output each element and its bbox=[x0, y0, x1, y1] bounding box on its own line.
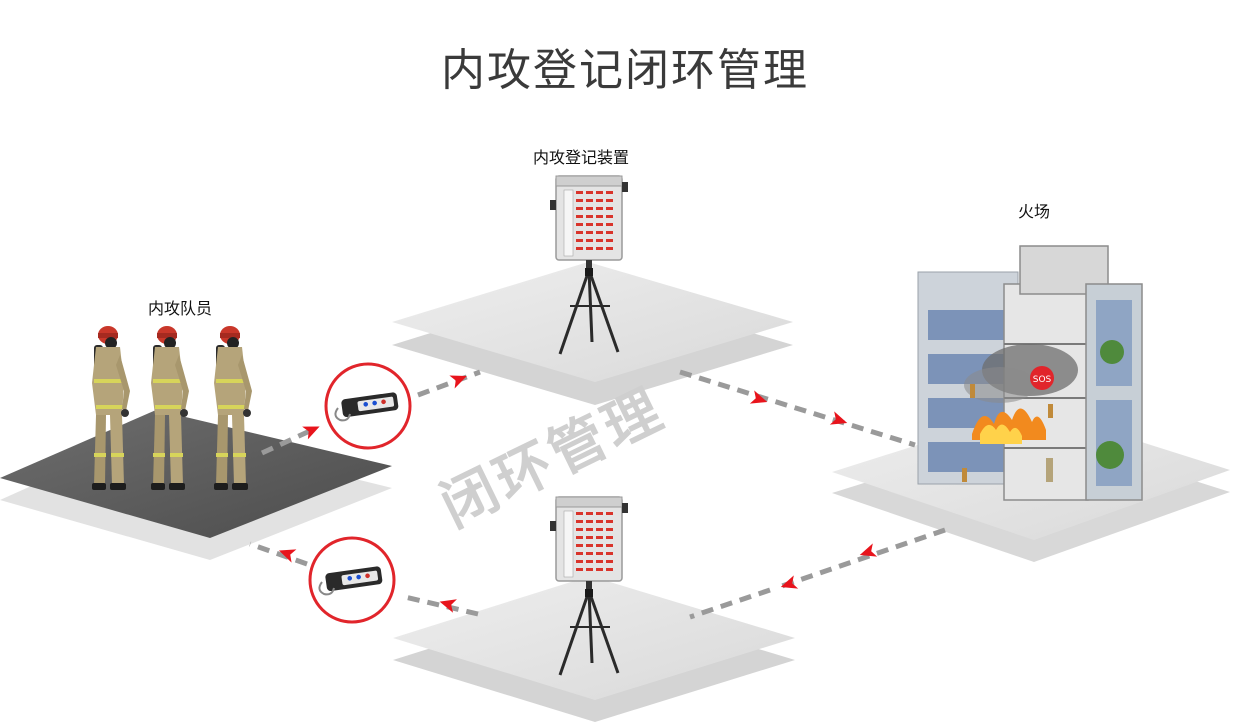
id-tag-icon bbox=[308, 536, 396, 624]
page-title: 内攻登记闭环管理 bbox=[441, 45, 809, 96]
id-tag-icon bbox=[324, 362, 412, 450]
sos-text: SOS bbox=[1033, 375, 1052, 385]
platform-firefighters bbox=[0, 410, 392, 560]
flow-lines bbox=[249, 369, 946, 620]
label-device: 内攻登记装置 bbox=[533, 148, 630, 167]
building-fire-icon: SOS bbox=[917, 245, 1143, 501]
arrow-icon bbox=[778, 575, 799, 594]
label-fire-scene: 火场 bbox=[1018, 202, 1051, 221]
label-firefighters: 内攻队员 bbox=[148, 299, 213, 318]
arrow-icon bbox=[302, 420, 323, 440]
platform-device-bottom bbox=[393, 576, 795, 722]
